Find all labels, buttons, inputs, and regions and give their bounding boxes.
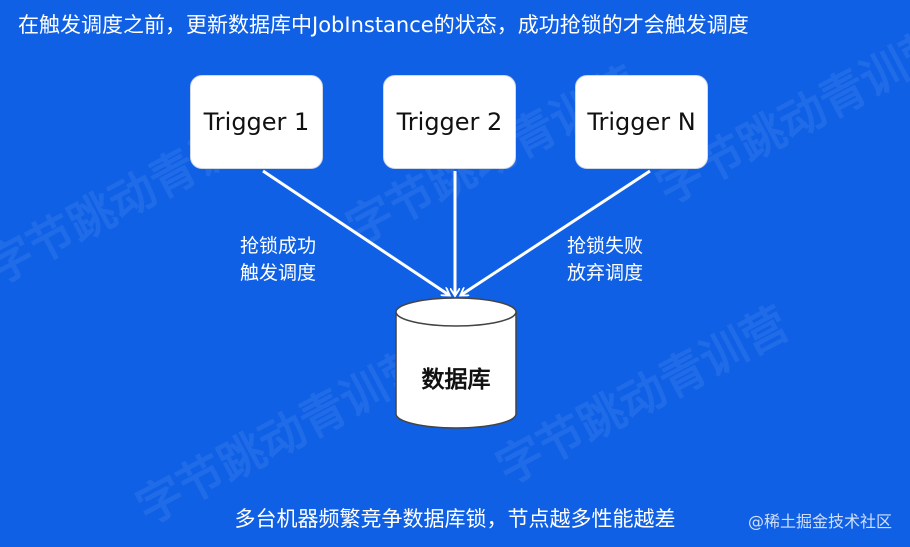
trigger-1-label: Trigger 1: [203, 108, 310, 136]
lock-fail-note: 抢锁失败 放弃调度: [567, 233, 643, 287]
page-title: 在触发调度之前，更新数据库中JobInstance的状态，成功抢锁的才会触发调度: [18, 13, 749, 37]
arrow-trigger-n: [461, 169, 651, 295]
trigger-n-box: Trigger N: [575, 75, 708, 169]
trigger-n-label: Trigger N: [587, 108, 696, 136]
lock-success-line2: 触发调度: [240, 262, 317, 284]
footer-caption: 多台机器频繁竞争数据库锁，节点越多性能越差: [234, 507, 676, 531]
trigger-2-label: Trigger 2: [396, 108, 503, 136]
trigger-1-box: Trigger 1: [190, 75, 323, 169]
source-credit: @稀土掘金技术社区: [747, 512, 892, 531]
database-label: 数据库: [421, 367, 491, 393]
lock-fail-line2: 放弃调度: [567, 262, 644, 284]
database-cylinder: [395, 297, 517, 429]
lock-fail-line1: 抢锁失败: [567, 235, 644, 257]
lock-success-note: 抢锁成功 触发调度: [240, 233, 316, 287]
trigger-2-box: Trigger 2: [383, 75, 516, 169]
arrow-trigger-1: [262, 169, 449, 295]
lock-success-line1: 抢锁成功: [240, 235, 317, 257]
